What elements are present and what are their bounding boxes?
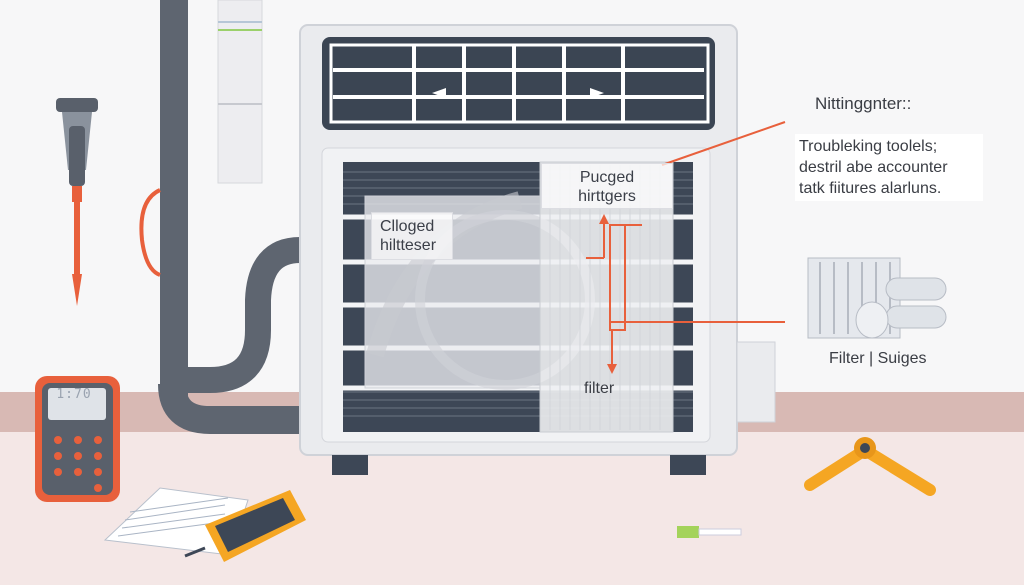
clogged-filter-label: Clloged hiltteser	[371, 212, 453, 260]
unit-foot-left	[332, 455, 368, 475]
arrow-down-icon	[607, 364, 617, 374]
filter-parts-label: Filter | Suiges	[829, 350, 927, 367]
wrench-icon	[804, 437, 936, 496]
side-description: Troubleking toolels; destril abe account…	[795, 134, 983, 201]
vertical-pipe	[160, 0, 188, 396]
probe-tool	[677, 526, 742, 538]
right-arrow-icon	[590, 88, 604, 98]
side-box	[736, 341, 776, 423]
top-vent-grid	[333, 46, 704, 121]
top-vent	[322, 37, 715, 130]
screwdriver-icon	[56, 98, 98, 306]
arrow-up-icon	[599, 214, 609, 224]
filter-bottom-label: filter	[584, 380, 615, 397]
callout-lines	[586, 121, 786, 368]
left-arrow-icon	[432, 88, 446, 98]
side-title: Nittinggnter::	[815, 94, 912, 113]
multimeter-icon	[35, 376, 120, 502]
wall-duct	[217, 0, 263, 184]
meter-display: 1:70	[56, 387, 92, 402]
red-cable	[139, 188, 161, 277]
filter-cartridge-icon	[807, 257, 947, 339]
pipe-elbow	[158, 383, 300, 434]
purged-filters-label: Pucged hirttgers	[541, 163, 673, 209]
unit-foot-right	[670, 455, 706, 475]
voltage-tester-icon	[184, 490, 306, 562]
hose	[188, 237, 301, 393]
